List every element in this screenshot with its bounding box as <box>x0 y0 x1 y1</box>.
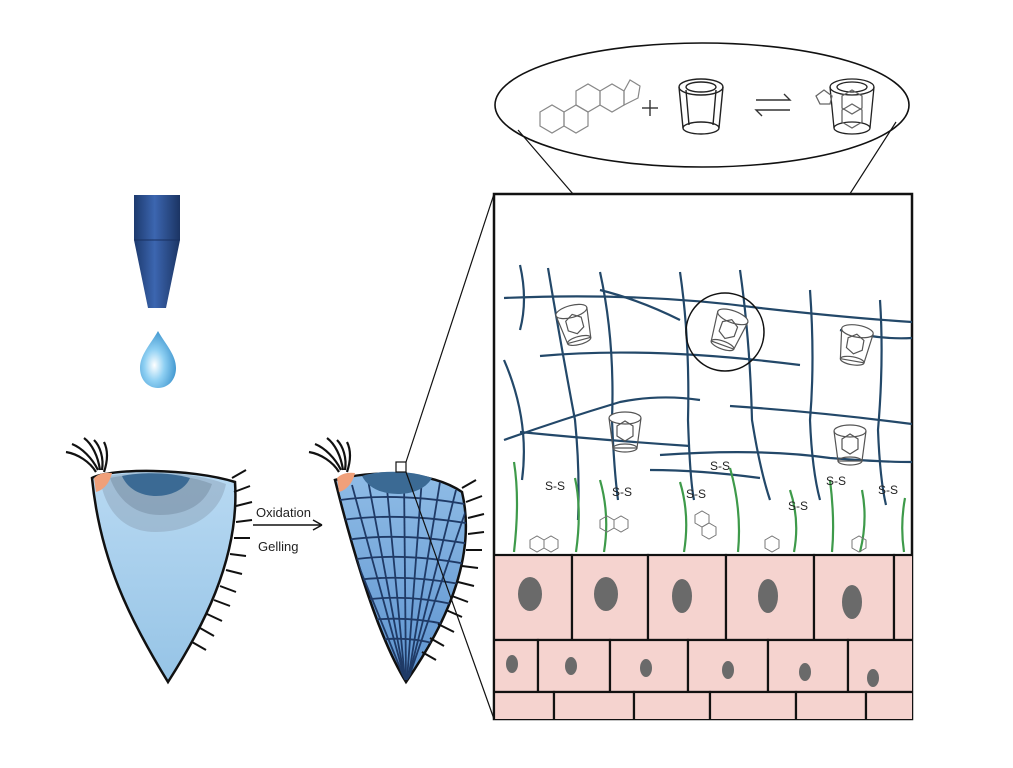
cyclodextrin-icon <box>678 78 724 135</box>
free-drug-molecules <box>529 510 867 553</box>
cyclodextrin-complexes <box>555 303 874 466</box>
eye-after-gelling <box>308 437 485 685</box>
disulfide-label: S-S <box>878 483 898 497</box>
inclusion-equilibrium-callout <box>494 42 910 335</box>
disulfide-label: S-S <box>612 485 632 499</box>
disulfide-label: S-S <box>826 474 846 488</box>
oxidation-label: Oxidation <box>256 505 311 520</box>
steroid-molecule-icon <box>539 79 641 134</box>
transformation-arrow <box>253 519 323 531</box>
disulfide-label: S-S <box>788 499 808 513</box>
mucin-chains <box>512 461 907 553</box>
zoom-lines <box>405 193 495 720</box>
eye-before-treatment <box>65 437 253 685</box>
epithelial-cell-layer <box>494 553 912 719</box>
plus-icon <box>642 100 658 116</box>
magnified-panel: S-S S-S S-S S-S S-S S-S S-S <box>492 192 914 721</box>
zoom-region-box <box>395 461 407 473</box>
zoom-circle <box>685 292 765 372</box>
polymer-network <box>502 264 912 521</box>
disulfide-label: S-S <box>710 459 730 473</box>
cell-nuclei <box>506 577 879 687</box>
disulfide-label: S-S <box>686 487 706 501</box>
equilibrium-arrows-icon <box>754 93 792 117</box>
gelling-label: Gelling <box>258 539 298 554</box>
dropper-icon <box>134 195 180 308</box>
inclusion-complex-icon <box>815 78 875 135</box>
drop-icon <box>140 331 176 388</box>
disulfide-label: S-S <box>545 479 565 493</box>
